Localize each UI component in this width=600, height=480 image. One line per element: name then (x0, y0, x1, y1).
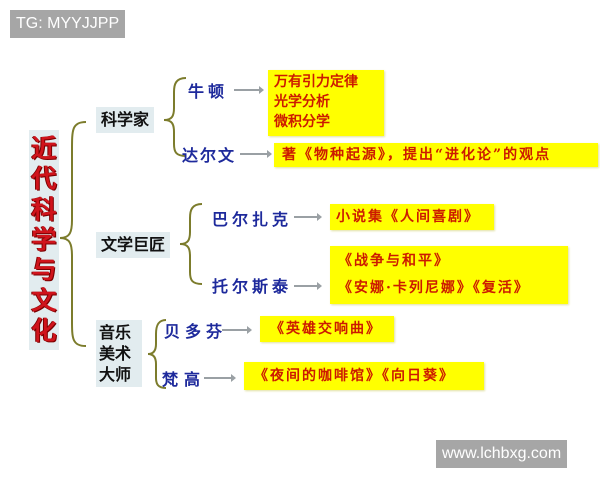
arrow-icon (234, 86, 264, 94)
person-beethoven: 贝多芬 (164, 322, 228, 341)
person-newton: 牛顿 (188, 82, 229, 101)
achievement-item: 微积分学 (274, 114, 330, 130)
achievement-box-balzac: 小说集《人间喜剧》 (330, 204, 494, 230)
arrow-icon (240, 150, 272, 158)
arrow-icon (294, 282, 322, 290)
person-tolstoy: 托尔斯泰 (212, 277, 293, 296)
root-title-char: 代 (31, 164, 57, 194)
category-label-line: 美术 (99, 344, 132, 363)
achievement-item: 《战争与和平》 (338, 253, 450, 269)
root-title-char: 近 (31, 134, 57, 164)
arrow-icon (204, 374, 236, 382)
category-music-art: 音乐 美术 大师 (96, 320, 142, 387)
achievement-item: 《安娜·卡列尼娜》《复活》 (338, 280, 530, 296)
watermark-top-left: TG: MYYJJPP (10, 10, 126, 38)
root-title-char: 化 (31, 315, 57, 345)
watermark-bottom-right: www.lchbxg.com (436, 440, 568, 468)
category-literature: 文学巨匠 (96, 232, 171, 258)
person-balzac: 巴尔扎克 (212, 210, 293, 229)
root-title-char: 与 (31, 255, 57, 285)
achievement-item: 万有引力定律 (274, 74, 358, 90)
achievement-item: 著《物种起源》，提出“进化论”的观点 (282, 147, 552, 163)
achievement-box-van-gogh: 《夜间的咖啡馆》《向日葵》 (244, 362, 484, 390)
achievement-box-tolstoy: 《战争与和平》 《安娜·卡列尼娜》《复活》 (330, 246, 568, 304)
achievement-item: 《夜间的咖啡馆》《向日葵》 (254, 368, 455, 384)
category-label-line: 音乐 (99, 323, 132, 342)
achievement-item: 光学分析 (274, 94, 330, 110)
category-label-line: 大师 (99, 365, 132, 384)
achievement-item: 《英雄交响曲》 (270, 321, 382, 337)
root-title: 近 代 科 学 与 文 化 (29, 130, 59, 350)
root-title-char: 文 (31, 285, 57, 315)
person-darwin: 达尔文 (182, 146, 237, 165)
achievement-box-darwin: 著《物种起源》，提出“进化论”的观点 (274, 143, 598, 167)
root-title-char: 学 (31, 224, 57, 254)
category-scientists: 科学家 (96, 107, 155, 133)
achievement-box-beethoven: 《英雄交响曲》 (260, 316, 394, 342)
person-van-gogh: 梵高 (162, 370, 207, 389)
achievement-item: 小说集《人间喜剧》 (336, 209, 480, 225)
arrow-icon (294, 213, 322, 221)
achievement-box-newton: 万有引力定律 光学分析 微积分学 (268, 70, 384, 136)
root-title-char: 科 (31, 194, 57, 224)
arrow-icon (222, 326, 252, 334)
